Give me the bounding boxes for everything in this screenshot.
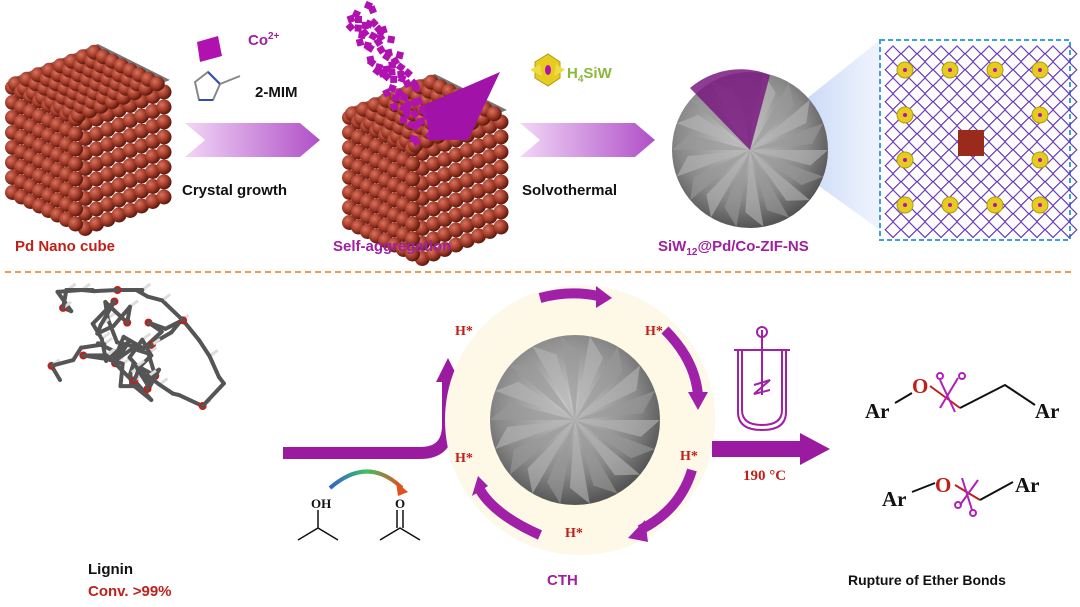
pd-core — [958, 130, 984, 156]
h-star-label: H* — [645, 324, 663, 339]
crystal-growth-label: Crystal growth — [182, 182, 287, 199]
scissors-icon — [936, 372, 979, 517]
lignin-feed-arrow — [283, 380, 454, 459]
product-label: SiW12@Pd/Co-ZIF-NS — [658, 238, 809, 258]
h-star-label: H* — [455, 324, 473, 339]
solvothermal-arrow — [520, 123, 655, 157]
self-aggregation-label: Self-aggregation — [333, 238, 451, 255]
solvothermal-label: Solvothermal — [522, 182, 617, 199]
oxygen-label: O — [912, 374, 928, 398]
crystal-growth-arrow — [185, 123, 320, 157]
aryl-label: Ar — [1015, 473, 1040, 497]
zif-sheet — [424, 72, 500, 140]
h-star-label: H* — [565, 526, 583, 541]
oh-label: OH — [311, 496, 331, 511]
isopropanol-structure — [297, 510, 339, 541]
co-ion-label: Co2+ — [248, 31, 280, 49]
h-star-label: H* — [455, 451, 473, 466]
aryl-label: Ar — [1035, 399, 1060, 423]
o-label: O — [395, 496, 405, 511]
h4siw-label: H4SiW — [567, 65, 613, 85]
h-star-label: H* — [680, 449, 698, 464]
cth-label: CTH — [547, 572, 578, 589]
reaction-arrow — [712, 441, 802, 457]
aryl-label: Ar — [882, 487, 907, 511]
co-ion-icon — [197, 36, 222, 62]
aryl-label: Ar — [865, 399, 890, 423]
acetone-structure — [379, 510, 421, 541]
h-transfer-arrow — [328, 469, 404, 490]
pd-nanocube-image — [5, 44, 172, 236]
2-methylimidazole-icon — [193, 70, 241, 101]
cycle-arrows — [475, 288, 703, 540]
2-mim-label: 2-MIM — [255, 84, 298, 101]
lignin-molecule — [47, 282, 226, 411]
conversion-label: Conv. >99% — [88, 583, 172, 600]
lignin-label: Lignin — [88, 561, 133, 578]
sphere-cutaway — [690, 69, 770, 150]
autoclave-reactor-icon — [734, 326, 790, 432]
polyoxometalate-icon — [530, 53, 565, 87]
rupture-label: Rupture of Ether Bonds — [848, 572, 1006, 588]
framework-inset — [879, 39, 1078, 241]
temperature-label: 190 °C — [743, 468, 786, 484]
oxygen-label: O — [935, 473, 951, 497]
ether-bond-structures — [894, 383, 1036, 501]
pd-nanocube-label: Pd Nano cube — [15, 238, 115, 255]
